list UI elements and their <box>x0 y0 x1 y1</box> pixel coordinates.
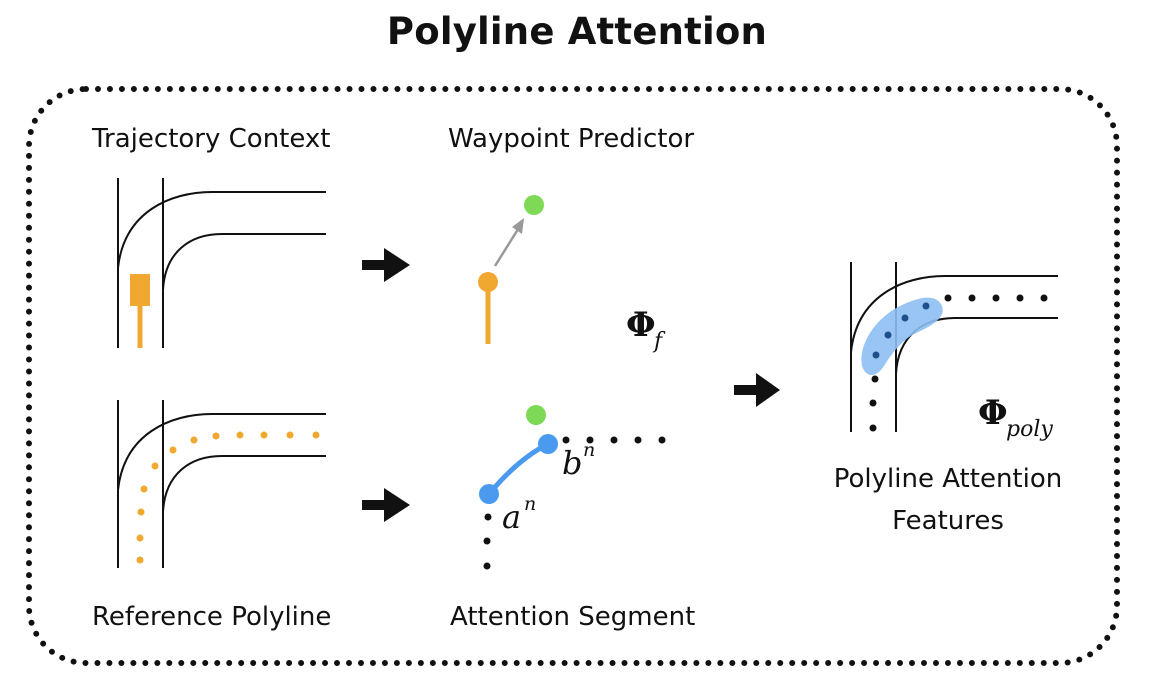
diagram-title: Polyline Attention <box>386 10 768 53</box>
phi-f-base: Φ <box>626 305 656 345</box>
b-n-superscript: n <box>583 439 595 461</box>
vehicle-body-icon <box>130 274 150 306</box>
reference-polyline-road <box>117 400 326 568</box>
label-polyline-attention-features-line2: Features <box>892 506 1004 536</box>
label-trajectory-context: Trajectory Context <box>92 124 331 154</box>
b-n-base: b <box>562 444 582 482</box>
label-reference-polyline: Reference Polyline <box>92 602 332 632</box>
target-waypoint-icon <box>526 405 546 425</box>
phi-f-symbol: Φ f <box>626 305 666 354</box>
features-polyline-dots <box>869 294 1048 432</box>
phi-poly-symbol: Φ poly <box>978 393 1053 442</box>
segment-end-point-icon <box>538 434 558 454</box>
a-n-superscript: n <box>524 493 536 515</box>
prediction-arrow-icon <box>493 225 522 267</box>
attention-highlight <box>861 297 943 375</box>
trajectory-context-road <box>117 178 326 348</box>
attention-polyline-dots <box>483 436 666 570</box>
a-n-base: a <box>502 498 521 536</box>
phi-poly-base: Φ <box>978 393 1008 433</box>
vehicle-icon <box>130 274 150 348</box>
label-polyline-attention-features-line1: Polyline Attention <box>833 464 1063 494</box>
features-attended-dots <box>872 302 930 359</box>
waypoint-predictor-art <box>478 195 544 344</box>
phi-poly-subscript: poly <box>1006 417 1053 442</box>
big-arrow-icon <box>734 373 780 407</box>
predicted-waypoint-icon <box>524 195 544 215</box>
arrow-icon-bottom <box>362 488 410 522</box>
phi-f-subscript: f <box>652 329 666 354</box>
dotted-frame <box>26 86 1120 666</box>
attention-segment-art: a n b n <box>479 405 666 570</box>
segment-start-point-icon <box>479 484 499 504</box>
agent-position-icon <box>478 272 498 292</box>
attention-segment-line <box>487 441 550 496</box>
reference-polyline-dots <box>136 431 320 564</box>
label-waypoint-predictor: Waypoint Predictor <box>448 124 695 154</box>
arrow-icon-top <box>362 248 410 282</box>
label-attention-segment: Attention Segment <box>450 602 696 632</box>
